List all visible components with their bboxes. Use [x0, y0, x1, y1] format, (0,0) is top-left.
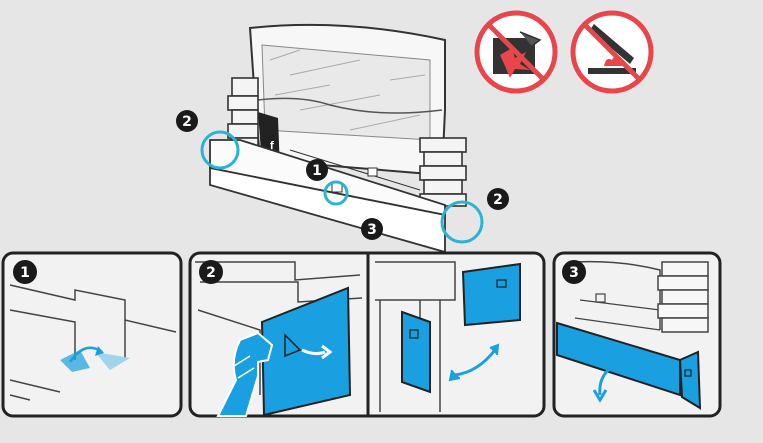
- marker-1-panel-label: 1: [20, 265, 30, 281]
- marker-1-panel: 1: [13, 260, 37, 284]
- marker-3-panel-label: 3: [569, 265, 579, 281]
- marker-2-top-right: 2: [487, 188, 509, 210]
- callout-circle-center: [323, 180, 349, 206]
- marker-1-top-label: 1: [312, 163, 322, 179]
- svg-text:ƒ: ƒ: [269, 141, 274, 151]
- no-heat-icon: [570, 10, 654, 94]
- marker-3-panel: 3: [562, 260, 586, 284]
- detail-panel-2: 2: [188, 251, 546, 418]
- marker-2-top-left: 2: [176, 110, 198, 132]
- marker-2-top-left-label: 2: [182, 114, 192, 130]
- no-cutting-icon: [474, 10, 558, 94]
- marker-3-top-label: 3: [367, 222, 377, 238]
- tv-panel: ƒ: [248, 23, 446, 177]
- right-packing-block: [419, 137, 467, 207]
- callout-circle-right: [440, 200, 484, 244]
- marker-2-panel-label: 2: [206, 265, 216, 281]
- detail-panel-3: 3: [552, 251, 722, 418]
- tv-box-overview: ƒ: [176, 23, 509, 254]
- callout-circle-left: [200, 130, 240, 170]
- detail-panel-1: 1: [1, 251, 183, 418]
- marker-3-top: 3: [361, 218, 383, 240]
- marker-2-top-right-label: 2: [493, 192, 503, 208]
- marker-2-panel: 2: [199, 260, 223, 284]
- marker-1-top: 1: [306, 159, 328, 181]
